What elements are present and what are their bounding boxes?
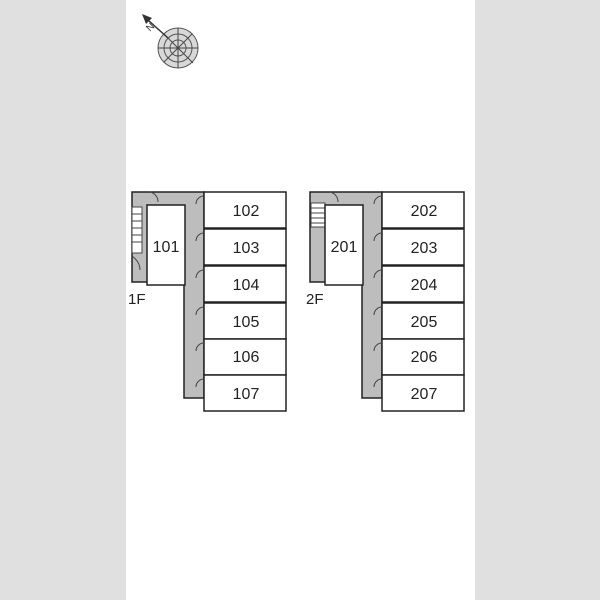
room-103[interactable] bbox=[203, 228, 287, 266]
floor-1-plan: 101 102 103 104 105 106 107 1F bbox=[128, 191, 287, 412]
room-label: 106 bbox=[233, 349, 260, 366]
door-swing-icon bbox=[329, 191, 339, 203]
floor-label: 1F bbox=[128, 291, 146, 308]
room-label: 101 bbox=[153, 239, 180, 256]
room-202[interactable] bbox=[381, 191, 465, 229]
door-swings bbox=[373, 195, 383, 388]
stairs-icon bbox=[131, 206, 143, 254]
room-206[interactable] bbox=[381, 338, 465, 376]
room-203[interactable] bbox=[381, 228, 465, 266]
room-106[interactable] bbox=[203, 338, 287, 376]
room-label: 206 bbox=[411, 349, 438, 366]
room-204[interactable] bbox=[381, 265, 465, 303]
room-104[interactable] bbox=[203, 265, 287, 303]
door-swing-icon bbox=[131, 255, 141, 271]
room-label: 201 bbox=[331, 239, 358, 256]
room-label: 102 bbox=[233, 203, 260, 220]
room-label: 204 bbox=[411, 277, 438, 294]
room-102[interactable] bbox=[203, 191, 287, 229]
room-201[interactable] bbox=[324, 204, 364, 286]
room-205[interactable] bbox=[381, 302, 465, 340]
room-label: 105 bbox=[233, 314, 260, 331]
stairs-icon bbox=[310, 202, 326, 228]
room-label: 203 bbox=[411, 240, 438, 257]
room-label: 202 bbox=[411, 203, 438, 220]
room-label: 104 bbox=[233, 277, 260, 294]
room-label: 103 bbox=[233, 240, 260, 257]
room-label: 205 bbox=[411, 314, 438, 331]
compass-icon: N bbox=[142, 14, 199, 69]
door-swing-icon bbox=[149, 191, 159, 203]
door-swings bbox=[195, 195, 205, 388]
room-label: 207 bbox=[411, 386, 438, 403]
room-207[interactable] bbox=[381, 374, 465, 412]
north-label: N bbox=[144, 21, 157, 34]
room-label: 107 bbox=[233, 386, 260, 403]
floor-label: 2F bbox=[306, 291, 324, 308]
north-arrow-icon bbox=[142, 14, 152, 24]
floor-2-plan: 201 202 203 204 205 206 207 2F bbox=[306, 191, 465, 412]
room-101[interactable] bbox=[146, 204, 186, 286]
room-107[interactable] bbox=[203, 374, 287, 412]
